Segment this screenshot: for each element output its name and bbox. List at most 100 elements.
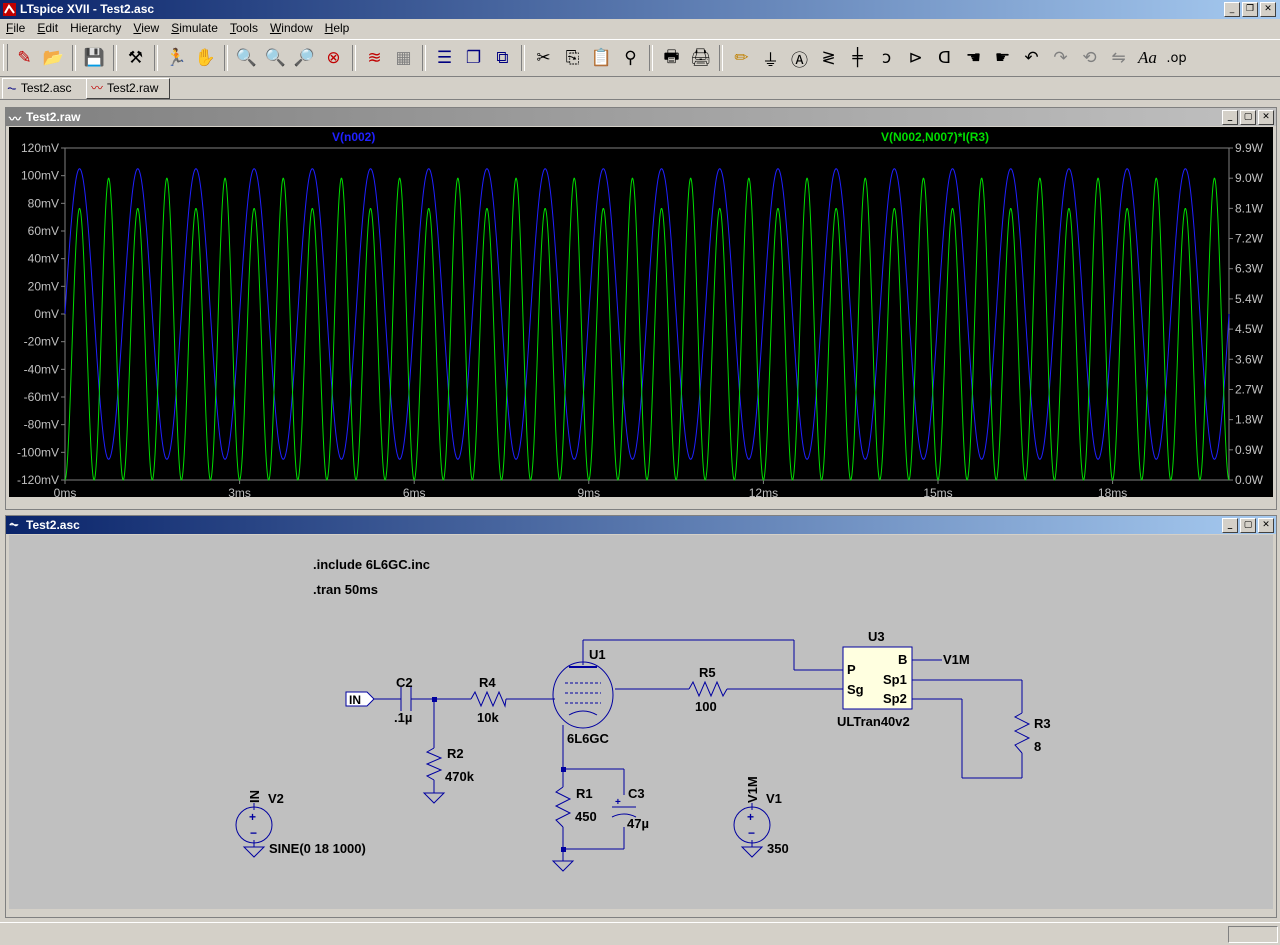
tube-u1[interactable]: U1 6L6GC [552,647,614,746]
waveform-close-button[interactable]: ✕ [1258,110,1274,125]
undo-icon[interactable]: ↶ [1024,48,1039,68]
schematic-close-button[interactable]: ✕ [1258,518,1274,533]
y-tick-label: 60mV [28,224,59,238]
menu-item[interactable]: File [6,21,26,35]
resistor-r3[interactable]: R3 8 [1013,712,1051,754]
waveform-window-title: Test2.raw [26,110,81,124]
svg-text:+: + [747,810,754,824]
toolbar: ✎ 📂 💾 ⚒ 🏃 ✋ 🔍 🔍 🔎 ⊗ ≋ ▦ ☰ ❐ ⧉ ✂ ⎘ 📋 ⚲ 🖶 … [0,39,1280,77]
control-panel-hammer-icon[interactable]: ⚒ [127,48,144,68]
r2-label: R2 [447,746,464,761]
schematic-minimize-button[interactable]: _ [1222,518,1238,533]
resistor-r4[interactable]: R4 10k [470,675,507,725]
v2-value: SINE(0 18 1000) [269,841,366,856]
label-net-icon[interactable]: Ⓐ [791,50,808,71]
r5-value: 100 [695,699,717,714]
component-icon[interactable]: ᗡ [937,48,952,68]
cut-icon[interactable]: ✂ [536,48,551,68]
x-tick-label: 3ms [228,486,251,497]
new-schematic-icon[interactable]: ✎ [17,48,32,68]
drag-hand-icon[interactable]: ☛ [994,48,1011,68]
mirror-icon[interactable]: ⇋ [1111,48,1126,68]
zoom-out-icon[interactable]: 🔎 [293,48,316,68]
ground-icon[interactable]: ⏚ [762,50,779,71]
waveform-icon: 〰 [91,81,104,95]
waveform-chart[interactable]: 120mV100mV80mV60mV40mV20mV0mV-20mV-40mV-… [9,127,1273,497]
right-tick-label: 8.1W [1235,201,1264,215]
menu-item[interactable]: Simulate [171,21,218,35]
schematic-restore-button[interactable]: ▢ [1240,518,1256,533]
menu-item[interactable]: Tools [229,21,258,35]
voltage-source-v1[interactable]: + − V1M V1 350 [733,776,789,858]
v1-label: V1 [766,791,782,806]
tab-test2-raw[interactable]: 〰 Test2.raw [86,78,170,99]
spice-directive-icon[interactable]: .op [1166,50,1187,66]
tile-vertical-icon[interactable]: ⧉ [496,48,509,68]
draw-wire-icon[interactable]: ✏ [734,48,749,68]
capacitor-c3[interactable]: + C3 47µ [611,786,649,831]
in-port[interactable]: IN [345,691,375,707]
toolbar-grip[interactable] [3,44,8,71]
transformer-u3[interactable]: U3 P Sg B Sp1 Sp2 ULTran40v2 V1M [837,629,970,729]
voltage-source-v2[interactable]: + − IN V2 SINE(0 18 1000) [235,790,366,858]
halt-hand-icon[interactable]: ✋ [194,48,217,68]
capacitor-c2[interactable]: C2 .1µ [394,675,413,725]
schematic-window-title: Test2.asc [26,518,80,532]
resistor-r1[interactable]: R1 450 [551,786,597,872]
save-icon[interactable]: 💾 [83,48,106,68]
schematic-drawing[interactable]: .include 6L6GC.inc .tran 50ms [9,535,1273,909]
waveform-minimize-button[interactable]: _ [1222,110,1238,125]
zoom-full-icon[interactable]: ⊗ [326,48,341,68]
cascade-icon[interactable]: ❐ [465,48,482,68]
right-tick-label: 2.7W [1235,382,1264,396]
v1-net-label: V1M [745,776,760,803]
schematic-canvas[interactable]: .include 6L6GC.inc .tran 50ms [9,535,1273,909]
menu-item[interactable]: Window [269,21,313,35]
rotate-icon[interactable]: ⟲ [1082,48,1097,68]
r2-value: 470k [445,769,475,784]
grid-icon[interactable]: ▦ [395,48,412,68]
run-simulation-icon[interactable]: 🏃 [165,48,188,68]
directive-tran[interactable]: .tran 50ms [313,582,378,597]
paste-icon[interactable]: 📋 [590,48,613,68]
menu-item[interactable]: Hierarchy [70,21,122,35]
tab-test2-asc[interactable]: ⏦ Test2.asc [2,78,90,99]
move-hand-icon[interactable]: ☚ [965,48,982,68]
inductor-icon[interactable]: ↄ [881,48,892,68]
redo-icon[interactable]: ↷ [1053,48,1068,68]
text-icon[interactable]: Aa [1138,48,1157,67]
find-binoculars-icon[interactable]: ⚲ [624,48,637,68]
right-tick-label: 9.9W [1235,141,1264,155]
right-tick-label: 4.5W [1235,322,1264,336]
trace-v-n002 [64,168,1230,460]
menu-item[interactable]: Edit [37,21,59,35]
waveform-restore-button[interactable]: ▢ [1240,110,1256,125]
zoom-in-icon[interactable]: 🔍 [235,48,258,68]
zoom-pan-icon[interactable]: 🔍 [264,48,287,68]
wires[interactable] [253,639,1023,861]
tile-horizontal-icon[interactable]: ☰ [436,48,453,68]
r1-value: 450 [575,809,597,824]
print-setup-icon[interactable]: 🖨 [689,48,712,68]
right-tick-label: 5.4W [1235,292,1264,306]
capacitor-icon[interactable]: ╪ [852,48,863,68]
menu-item[interactable]: Help [324,21,350,35]
menu-item[interactable]: View [133,21,160,35]
y-tick-label: 80mV [28,196,59,210]
x-tick-label: 15ms [923,486,952,497]
minimize-button[interactable]: _ [1224,2,1240,17]
resistor-r5[interactable]: R5 100 [688,665,728,714]
x-tick-label: 6ms [403,486,426,497]
close-button[interactable]: ✕ [1260,2,1276,17]
open-folder-icon[interactable]: 📂 [42,48,65,68]
print-icon[interactable]: 🖶 [663,46,680,67]
autorange-icon[interactable]: ≋ [367,48,382,68]
resistor-r2[interactable]: R2 470k [422,746,475,804]
copy-icon[interactable]: ⎘ [565,48,580,68]
resistor-icon[interactable]: ≷ [821,48,836,68]
directive-include[interactable]: .include 6L6GC.inc [313,557,430,572]
restore-button[interactable]: ❐ [1242,2,1258,17]
y-tick-label: 20mV [28,279,59,293]
diode-icon[interactable]: ⊳ [908,48,923,68]
